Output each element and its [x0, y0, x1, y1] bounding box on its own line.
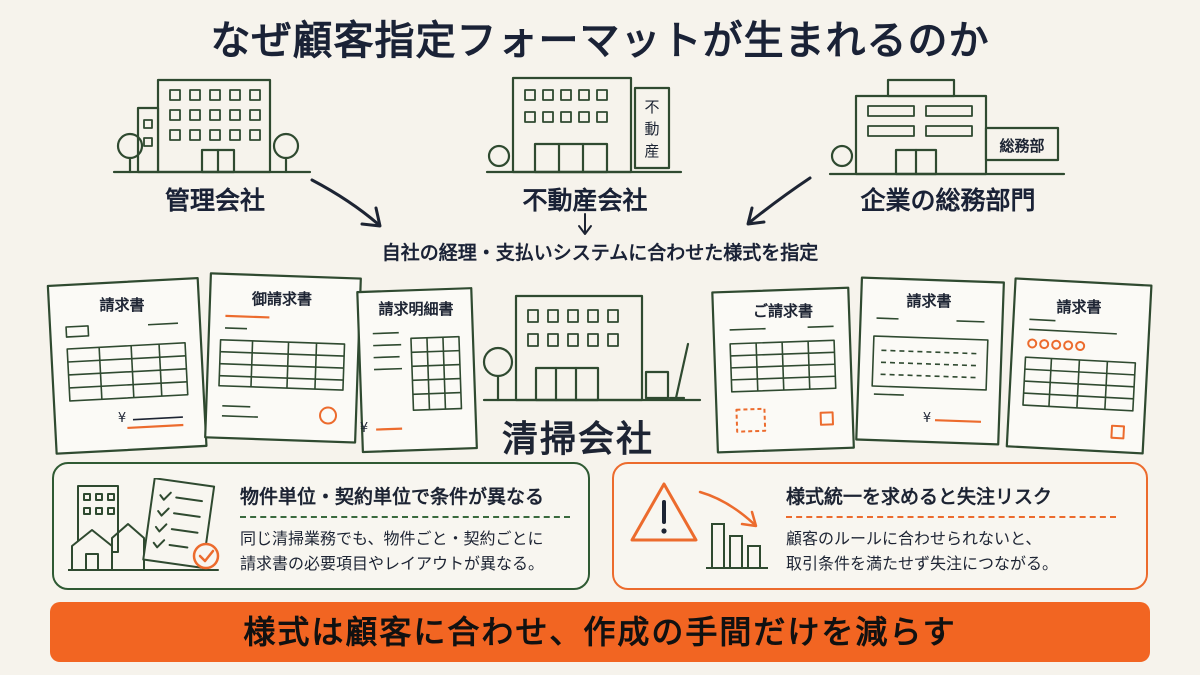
invoice-document-4 [711, 286, 855, 454]
doc-title-right-2: 請求書 [906, 292, 951, 310]
yen-mark-left-3: ¥ [360, 421, 368, 436]
condition-difference-line-1: 同じ清掃業務でも、物件ごと・契約ごとに [240, 529, 544, 548]
designated-format-caption: 自社の経理・支払いシステムに合わせた様式を指定 [381, 242, 819, 264]
right-documents: ご請求書 請求書 請求書 ¥ [711, 276, 1153, 455]
lost-order-risk-text: 顧客のルールに合わせられないと、 取引条件を満たせず失注につながる。 [786, 526, 1136, 576]
corporate-office-building-icon: 総務部 [828, 78, 1066, 176]
doc-title-left-1: 請求書 [99, 296, 144, 314]
invoice-document-1 [46, 276, 208, 455]
general-affairs-sign: 総務部 [999, 137, 1044, 155]
doc-title-right-3: 請求書 [1056, 298, 1101, 316]
condition-difference-heading: 物件単位・契約単位で条件が異なる [240, 486, 545, 508]
warning-decline-chart-icon [630, 482, 768, 569]
condition-difference-panel: 物件単位・契約単位で条件が異なる 同じ清掃業務でも、物件ごと・契約ごとに 請求書… [52, 462, 590, 590]
yen-mark-right-2: ¥ [923, 411, 931, 426]
arrow-right-icon [748, 176, 812, 224]
flow-arrows [310, 176, 812, 235]
real-estate-sign-2: 動 [644, 120, 659, 138]
arrow-left-head-icon [360, 206, 382, 228]
source-label-management: 管理会社 [164, 186, 265, 215]
real-estate-sign-3: 産 [644, 142, 659, 160]
conclusion-banner: 様式は顧客に合わせ、作成の手間だけを減らす [50, 602, 1150, 662]
yen-mark-left-1: ¥ [118, 411, 126, 426]
arrow-center-head-icon [578, 225, 592, 235]
lost-order-risk-panel: 様式統一を求めると失注リスク 顧客のルールに合わせられないと、 取引条件を満たせ… [612, 462, 1148, 590]
left-documents: 請求書 御請求書 請求明細書 ¥ ¥ [46, 272, 478, 455]
source-label-general-affairs: 企業の総務部門 [860, 186, 1036, 215]
cleaning-company-building-icon [482, 294, 702, 402]
divider [786, 516, 1116, 518]
management-company-building-icon [112, 78, 312, 174]
doc-title-left-2: 御請求書 [251, 290, 312, 308]
real-estate-sign-1: 不 [644, 98, 659, 116]
arrow-right-head-icon [746, 206, 766, 226]
lost-order-risk-line-2: 取引条件を満たせず失注につながる。 [786, 554, 1059, 573]
divider [240, 516, 570, 518]
invoice-document-2 [204, 272, 362, 444]
real-estate-building-icon: 不 動 産 [485, 76, 683, 174]
cleaning-company-label: 清掃会社 [501, 419, 654, 460]
lost-order-risk-line-1: 顧客のルールに合わせられないと、 [786, 529, 1042, 548]
condition-difference-line-2: 請求書の必要項目やレイアウトが異なる。 [240, 554, 545, 573]
source-label-real-estate: 不動産会社 [522, 186, 648, 215]
arrow-left-icon [310, 178, 380, 226]
doc-title-right-1: ご請求書 [753, 302, 813, 320]
properties-checklist-icon [68, 478, 220, 571]
invoice-document-3 [356, 287, 478, 454]
invoice-document-6 [1005, 277, 1153, 455]
page-title: なぜ顧客指定フォーマットが生まれるのか [210, 18, 990, 64]
doc-title-left-3: 請求明細書 [378, 300, 453, 318]
lost-order-risk-heading: 様式統一を求めると失注リスク [786, 486, 1053, 508]
condition-difference-text: 同じ清掃業務でも、物件ごと・契約ごとに 請求書の必要項目やレイアウトが異なる。 [240, 526, 580, 576]
invoice-document-5 [855, 276, 1005, 446]
